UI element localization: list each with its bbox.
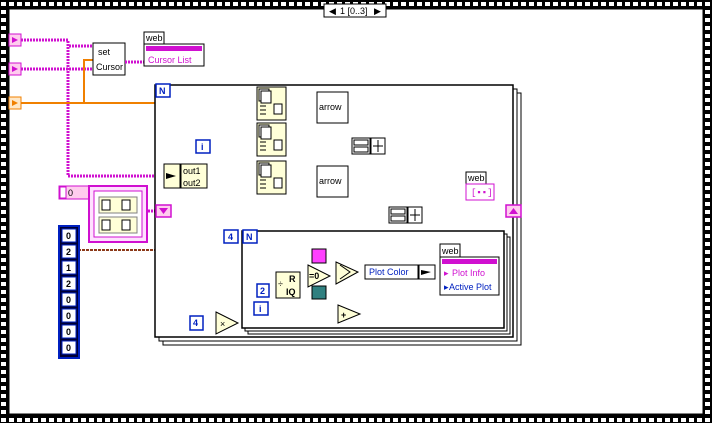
unbundle-out2: out2 (183, 178, 201, 188)
array-cell-value: 1 (66, 263, 71, 273)
qr-divide-symbol: ÷ (278, 279, 283, 289)
magenta-color-constant[interactable] (311, 248, 327, 264)
array-cells: 0 2 1 2 0 0 0 0 (61, 228, 77, 355)
cluster-constant[interactable]: 0 (58, 185, 148, 243)
unbundle-node[interactable]: out1 out2 (163, 163, 208, 189)
inner-iteration-label: i (259, 304, 262, 314)
array-cell-value: 2 (66, 247, 71, 257)
equal-zero-node[interactable]: =0 (307, 264, 332, 288)
array-cell[interactable] (61, 228, 77, 243)
web-inner-item-active-plot: ▸ (444, 282, 449, 292)
input-tunnels (8, 33, 22, 110)
plot-color-label: Plot Color (369, 267, 409, 277)
web-right-node[interactable]: web [▪▪] (465, 171, 495, 201)
two-constant[interactable]: 2 (256, 283, 270, 298)
set-cursor-line2: Cursor (96, 62, 123, 72)
web-inner-node[interactable]: web ▸ Plot Info ▸ Active Plot (439, 243, 500, 296)
select-node[interactable] (335, 261, 360, 285)
set-cursor-node[interactable]: set Cursor (92, 42, 126, 76)
multiply-symbol: × (220, 319, 225, 329)
array-cell[interactable] (61, 292, 77, 307)
arrow-node-2-label: arrow (319, 176, 342, 186)
green-color-constant[interactable] (311, 285, 327, 300)
outer-iteration-label: i (201, 142, 204, 152)
cursor-list-item: Cursor List (148, 55, 192, 65)
arrow-node-1[interactable]: arrow (316, 91, 349, 124)
plot-info-label: Plot Info (452, 268, 485, 278)
qr-sub: IQ (286, 287, 296, 297)
quotient-remainder-node[interactable]: ÷ R IQ (275, 271, 301, 299)
web-top-title: web (145, 33, 163, 43)
web-inner-title: web (441, 246, 459, 256)
frame-label: 1 [0..3] (340, 6, 368, 16)
qr-label: R (289, 274, 296, 284)
array-cell[interactable] (61, 244, 77, 259)
web-right-graph-icon: [▪▪] (471, 188, 493, 198)
multiply-node[interactable]: × (215, 311, 240, 335)
web-inner-item-plot-info: ▸ (444, 268, 449, 278)
array-cell-value: 0 (66, 231, 71, 241)
outer-iteration-terminal (195, 139, 211, 154)
set-cursor-line1: set (98, 47, 111, 57)
web-cursor-list-node[interactable]: web Cursor List (143, 31, 205, 67)
subvi-icons[interactable] (256, 86, 287, 195)
array-cell-value: 0 (66, 311, 71, 321)
array-cell[interactable] (61, 324, 77, 339)
array-cell-value: 0 (66, 343, 71, 353)
web-right-title: web (467, 173, 485, 183)
array-cell-value: 0 (66, 295, 71, 305)
inner-iteration-terminal (253, 301, 269, 316)
build-array-node-2[interactable] (388, 206, 423, 224)
four-constant-value: 4 (193, 318, 198, 328)
two-constant-value: 2 (260, 286, 265, 296)
unbundle-out1: out1 (183, 166, 201, 176)
array-cell[interactable] (61, 260, 77, 275)
inner-count-constant[interactable] (223, 229, 239, 244)
arrow-node-1-label: arrow (319, 102, 342, 112)
equal-zero-label: =0 (309, 271, 319, 281)
plot-color-bundle[interactable]: Plot Color (364, 264, 436, 280)
build-array-node-1[interactable] (351, 137, 386, 155)
add-symbol: + (341, 310, 346, 320)
inner-count-value: 4 (228, 232, 233, 242)
array-cell-value: 2 (66, 279, 71, 289)
four-constant[interactable]: 4 (189, 315, 204, 331)
frame-prev-arrow[interactable]: ◀ (329, 6, 336, 16)
inner-loop-count-n: N (246, 232, 253, 242)
frame-next-arrow[interactable]: ▶ (374, 6, 381, 16)
zero-ring-value: 0 (68, 188, 73, 198)
frame-selector[interactable]: ◀ 1 [0..3] ▶ (323, 3, 387, 18)
array-cell-value: 0 (66, 327, 71, 337)
array-cell[interactable] (61, 276, 77, 291)
array-constant[interactable]: 0 2 1 2 0 0 0 0 (58, 225, 80, 359)
active-plot-label: Active Plot (449, 282, 492, 292)
outer-loop-count-n: N (159, 86, 166, 96)
array-cell[interactable] (61, 340, 77, 355)
add-node[interactable]: + (337, 304, 362, 324)
array-cell[interactable] (61, 308, 77, 323)
arrow-node-2[interactable]: arrow (316, 165, 349, 198)
